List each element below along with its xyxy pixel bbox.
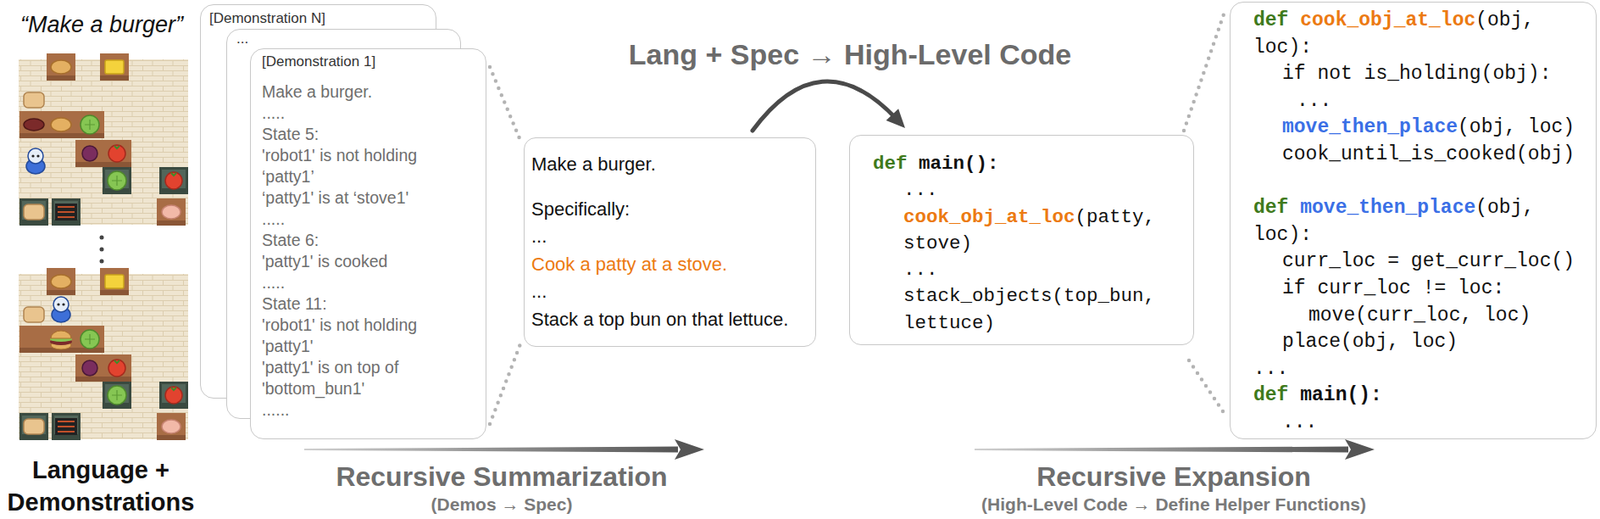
arrow-head [886, 108, 906, 128]
state-line: ..... [261, 272, 445, 294]
code-token: stack_objects(top_bun, lettuce) [903, 284, 1156, 334]
curved-arrow [752, 81, 896, 131]
code-line: place(obj, loc) [1253, 328, 1596, 356]
code-panel: defcook_obj_at_loc(obj, loc):if not is_h… [1229, 1, 1597, 439]
code-line: cook_until_is_cooked(obj) [1253, 141, 1596, 169]
dotted-line [489, 341, 522, 424]
code-line: def main(): [1253, 382, 1596, 410]
spec-box: Make a burger. Specifically:...Cook a pat… [523, 137, 817, 347]
code-token: def [872, 152, 908, 175]
spec-line: Stack a top bun on that lettuce. [531, 305, 807, 334]
code-token: move_then_place [1282, 116, 1458, 139]
state-line: State 5: [261, 123, 445, 145]
code-token: ... [1282, 411, 1317, 434]
input-caption: Language + Demonstrations [2, 453, 200, 518]
code-token: main(): [1300, 383, 1383, 406]
code-token: def [1253, 196, 1289, 219]
highlighted-step: Cook a patty at a stove. [531, 250, 807, 279]
state-line: ‘patty1' is at ‘stove1' [261, 187, 445, 209]
code-token: if not is_holding(obj): [1282, 62, 1551, 85]
ellipsis-dots [100, 235, 105, 264]
demo-heading: ... [236, 31, 451, 47]
stage-title: Recursive Summarization [335, 461, 667, 492]
dotted-line [1183, 11, 1225, 131]
code-token: (obj, loc) [1457, 116, 1575, 139]
dotted-line [489, 66, 522, 143]
code-token: ... [903, 258, 939, 281]
stage-subtitle: (Demos → Spec) [431, 493, 573, 516]
code-line: ... [1253, 409, 1596, 437]
code-token: cook_obj_at_loc [903, 205, 1076, 228]
code-token: cook_obj_at_loc [1300, 9, 1476, 32]
code-token: cook_until_is_cooked(obj) [1282, 143, 1575, 166]
state-line: Make a burger. [261, 81, 445, 103]
kitchen-scene [18, 267, 189, 440]
code-token: ... [1253, 357, 1289, 380]
flow-arrow [752, 81, 906, 131]
code-line: ... [1253, 88, 1596, 116]
code-line: ... [872, 256, 1184, 284]
code-token: move(curr_loc, loc) [1308, 304, 1531, 327]
spec-line: Make a burger. [531, 150, 807, 179]
stage-title: Recursive Expansion [1036, 461, 1312, 492]
code-line: cook_obj_at_loc(patty, stove) [872, 204, 1184, 258]
state-line: 'patty1' is on top of 'bottom_bun1' [261, 356, 445, 400]
code-line: ... [872, 177, 1184, 204]
zoom-leader [489, 66, 522, 143]
code-line [1253, 168, 1596, 196]
demo-card: [Demonstration 1]Make a burger......Stat… [250, 48, 487, 439]
code-line: ... [1253, 355, 1596, 384]
state-line: State 11: [261, 293, 445, 315]
code-line: stack_objects(top_bun, lettuce) [872, 283, 1184, 337]
demo-heading: [Demonstration 1] [261, 52, 475, 72]
spec-line: Specifically: [531, 195, 807, 224]
dotted-line [1188, 360, 1225, 414]
code-token: def [1253, 383, 1289, 406]
zoom-leader [1183, 11, 1225, 131]
code-token: ... [1296, 89, 1332, 112]
state-line: ..... [261, 102, 445, 124]
state-line: 'robot1' is not holding 'patty1' [261, 314, 445, 357]
zoom-leader [1188, 360, 1225, 414]
code-token: place(obj, loc) [1282, 330, 1458, 353]
task-quote: “Make a burger” [20, 10, 184, 39]
spec-line: ... [531, 277, 807, 306]
state-line: 'robot1' is not holding ‘patty1’ [261, 144, 445, 188]
code-line: if not is_holding(obj): [1253, 61, 1596, 89]
spec-line: ... [531, 222, 807, 251]
stage-subtitle: (High-Level Code → Define Helper Functio… [981, 493, 1367, 516]
code-token: curr_loc = get_curr_loc() [1282, 250, 1575, 273]
code-token: def [1253, 9, 1289, 32]
process-arrow [974, 438, 1375, 460]
edge-label: Lang + Spec → High-Level Code [625, 37, 1075, 72]
state-line: 'patty1' is cooked [261, 250, 445, 273]
demo-heading: [Demonstration N] [209, 10, 428, 28]
code-line: defmove_then_place(obj, loc): [1253, 194, 1559, 249]
kitchen-scene [18, 53, 189, 226]
code-token: move_then_place [1300, 196, 1476, 219]
code-token: ... [903, 178, 939, 201]
code-line: move_then_place(obj, loc) [1253, 114, 1596, 142]
code-line: def main(): [872, 150, 1184, 178]
state-line: ..... [261, 208, 445, 230]
code-line: defcook_obj_at_loc(obj, loc): [1253, 7, 1559, 62]
process-arrow [304, 438, 705, 460]
code-line: move(curr_loc, loc) [1253, 302, 1596, 330]
code-token: if curr_loc != loc: [1282, 277, 1505, 300]
state-line: State 6: [261, 229, 445, 251]
code-token: main(): [918, 152, 1000, 175]
zoom-leader [489, 341, 522, 424]
code-line: curr_loc = get_curr_loc() [1253, 248, 1596, 276]
code-box: defmain():...cook_obj_at_loc(patty, stov… [849, 134, 1195, 345]
state-line: ...... [261, 399, 445, 421]
code-line: if curr_loc != loc: [1253, 275, 1596, 303]
